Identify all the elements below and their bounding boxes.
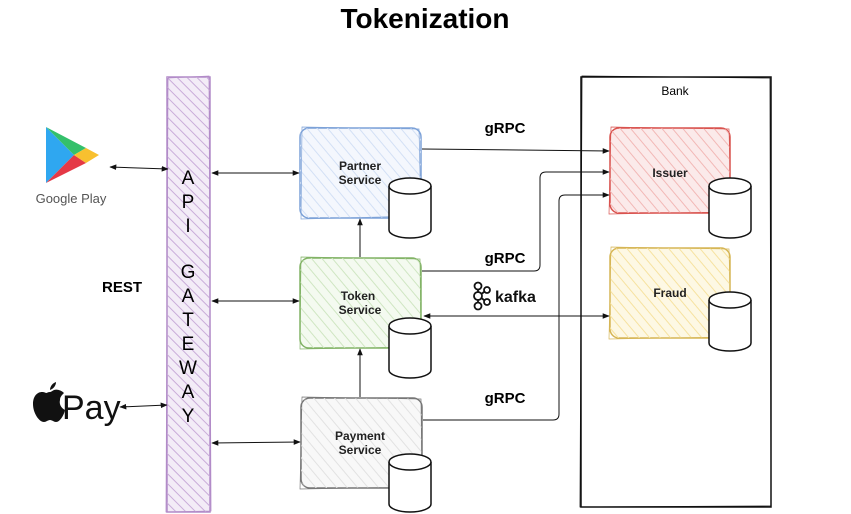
api-gateway[interactable]: A P I G A T E W A Y — [165, 75, 212, 513]
issuer-box[interactable]: Issuer — [608, 126, 732, 215]
connectors — [109, 148, 610, 446]
token-service-label-1: Token — [341, 289, 375, 303]
google-play-label: Google Play — [36, 191, 107, 206]
issuer-label: Issuer — [652, 166, 688, 180]
connector-gateway-payment — [211, 439, 301, 446]
connector-apple-gateway — [119, 402, 168, 410]
payment-service-label-2: Service — [339, 443, 382, 457]
fraud-box[interactable]: Fraud — [608, 246, 732, 340]
gateway-letter: A — [182, 382, 195, 403]
gateway-letter: W — [179, 358, 197, 379]
gateway-letter: A — [182, 286, 195, 307]
bank-label: Bank — [661, 84, 689, 98]
gateway-letter: P — [182, 192, 195, 213]
connector-token-issuer — [422, 169, 610, 272]
google-play-icon — [46, 127, 99, 183]
grpc-label-bottom: gRPC — [485, 390, 526, 407]
gateway-letter: I — [185, 216, 190, 237]
kafka-label: kafka — [495, 289, 536, 306]
connector-partner-issuer — [421, 148, 610, 154]
database-icon — [708, 291, 752, 352]
fraud-label: Fraud — [653, 286, 686, 300]
grpc-label-top: gRPC — [485, 120, 526, 137]
google-play-logo: Google Play — [36, 127, 107, 206]
kafka-icon — [473, 281, 491, 311]
gateway-letter: E — [182, 334, 195, 355]
database-icon — [708, 177, 752, 239]
kafka-logo: kafka — [473, 281, 536, 311]
gateway-letter: G — [181, 262, 196, 283]
database-icon — [388, 177, 432, 239]
apple-pay-logo: Pay — [33, 382, 121, 427]
gateway-letter: A — [182, 168, 195, 189]
gateway-letter: Y — [182, 406, 195, 427]
connector-google-gateway — [109, 164, 169, 172]
database-icon — [388, 317, 432, 379]
partner-service-label-1: Partner — [339, 159, 381, 173]
apple-pay-label: Pay — [62, 389, 121, 427]
payment-service-label-1: Payment — [335, 429, 385, 443]
page-title: Tokenization — [340, 3, 509, 34]
apple-icon — [33, 382, 65, 422]
grpc-label-middle: gRPC — [485, 250, 526, 267]
connector-payment-issuer — [423, 192, 610, 421]
rest-label: REST — [102, 279, 142, 296]
token-service-label-2: Service — [339, 303, 382, 317]
partner-service-label-2: Service — [339, 173, 382, 187]
gateway-letter: T — [182, 310, 194, 331]
gateway-letters: A P I G A T E W A Y — [179, 168, 197, 427]
database-icon — [388, 453, 432, 513]
